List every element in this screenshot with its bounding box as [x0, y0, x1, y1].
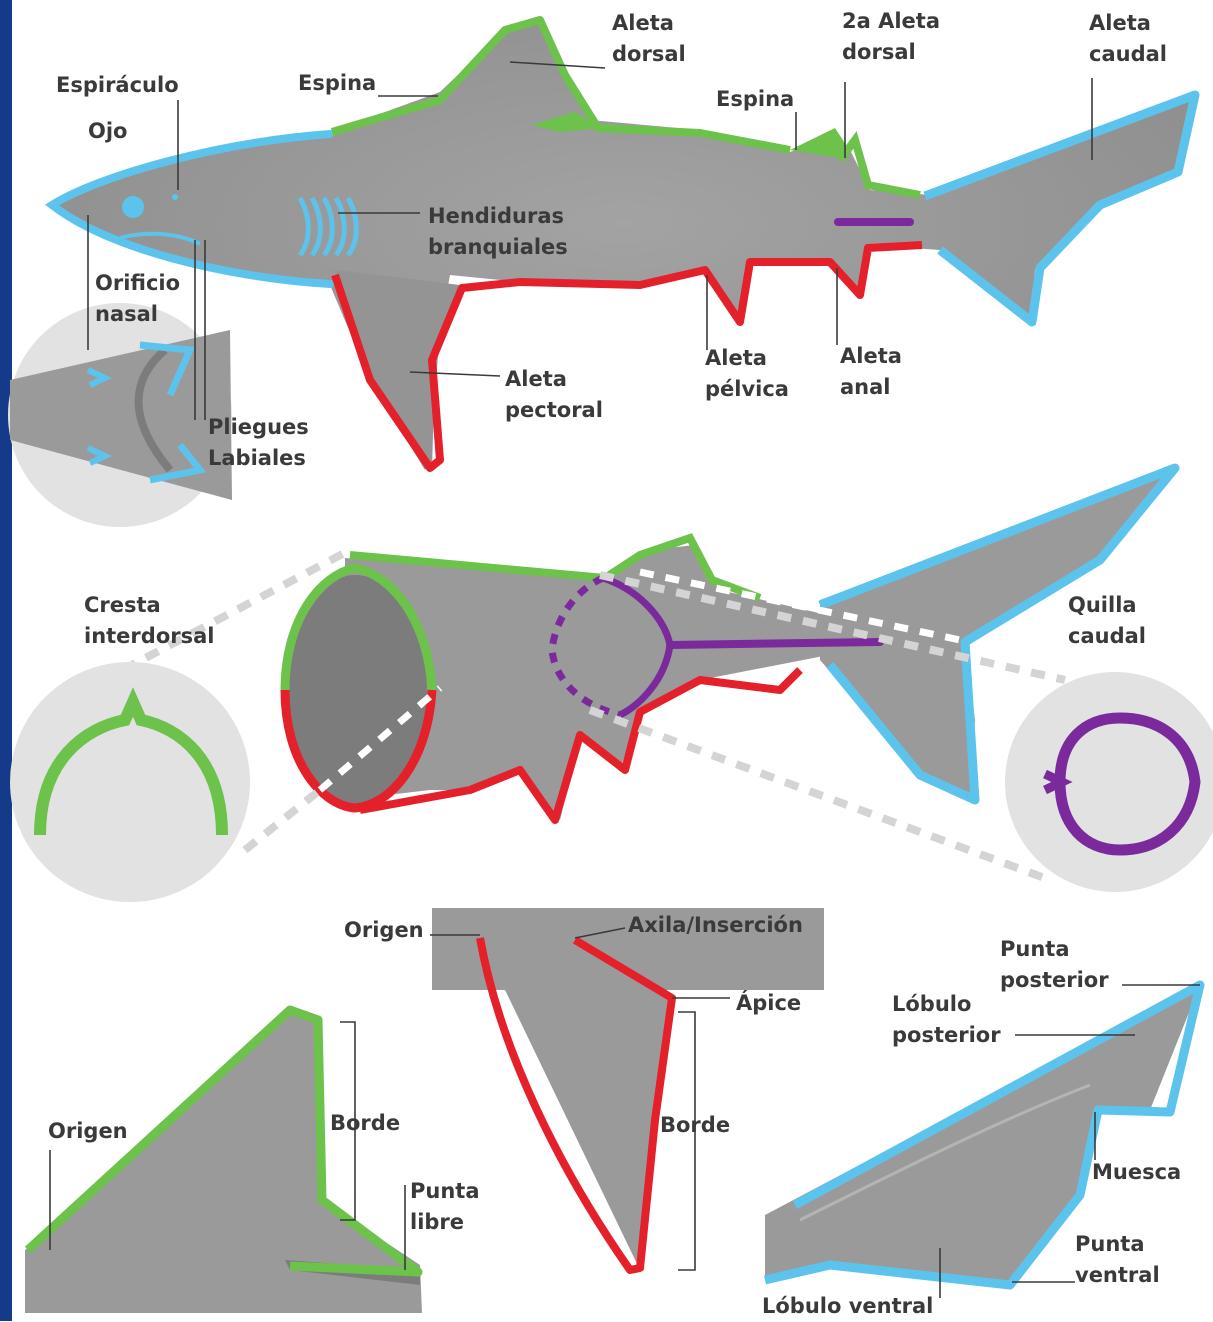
label-axila: Axila/Inserción	[628, 910, 803, 941]
cs-keel-line	[670, 642, 880, 645]
label-espiraculo: Espiráculo	[56, 70, 179, 101]
interdorsal-crest-inset	[10, 662, 250, 902]
label-muesca: Muesca	[1092, 1157, 1181, 1188]
label-espina-2: Espina	[716, 84, 794, 115]
dorsal-fin-detail	[25, 1010, 422, 1313]
label-origen-pectoral: Origen	[344, 915, 424, 946]
caudal-keel-inset	[1005, 672, 1213, 892]
label-apice: Ápice	[736, 988, 801, 1019]
label-espina-1: Espina	[298, 68, 376, 99]
label-ojo: Ojo	[88, 116, 127, 147]
eye	[122, 196, 144, 218]
snout-inset	[8, 303, 232, 527]
spiracle	[172, 194, 178, 200]
label-lobulo-ventral: Lóbulo ventral	[762, 1291, 933, 1322]
label-borde-dorsal: Borde	[330, 1108, 400, 1139]
label-origen-dorsal: Origen	[48, 1116, 128, 1147]
label-borde-pectoral: Borde	[660, 1110, 730, 1141]
